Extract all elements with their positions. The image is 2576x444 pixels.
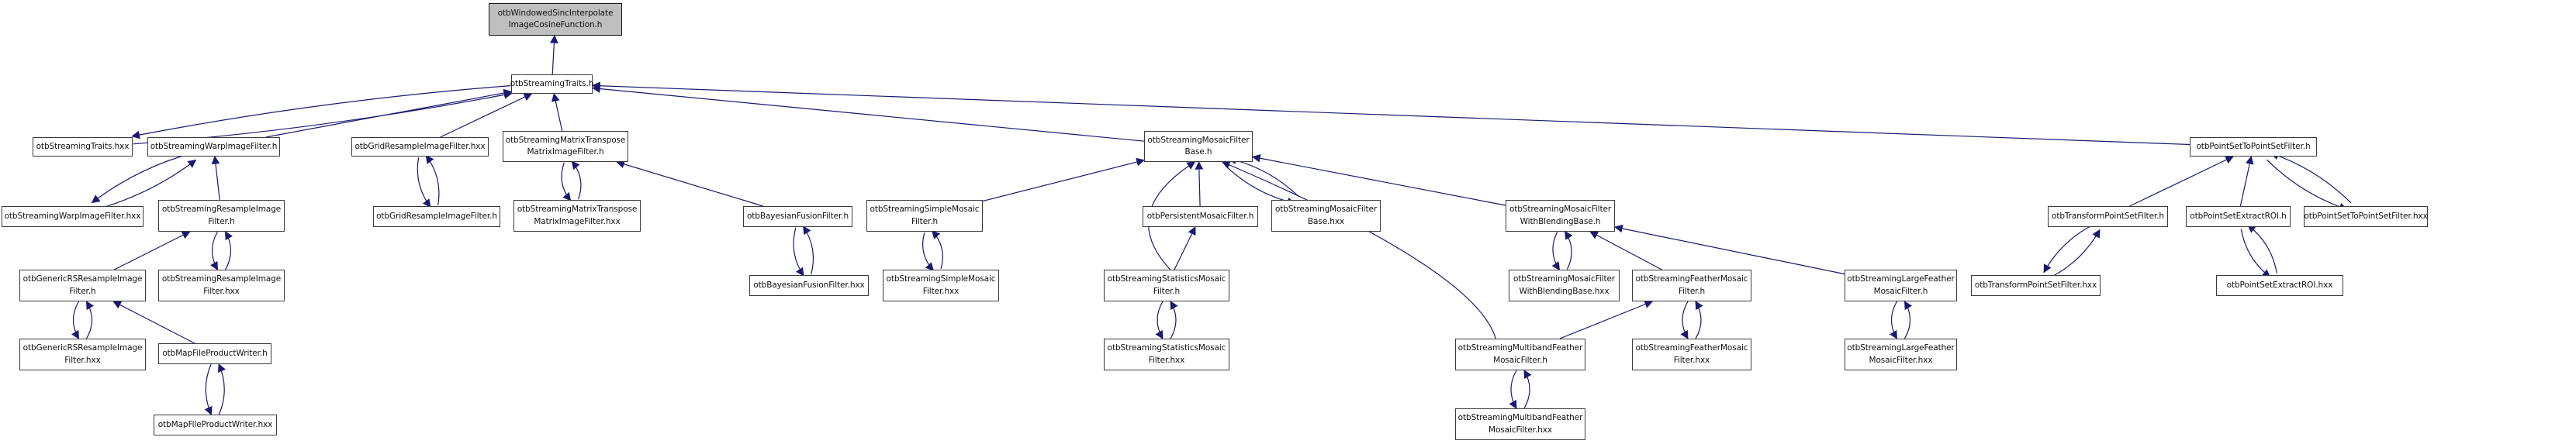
graph-node-psextract_h[interactable]: otbPointSetExtractROI.h [2186, 206, 2291, 227]
graph-node-genericrs_h[interactable]: otbGenericRSResampleImage Filter.h [19, 270, 146, 301]
graph-edge [425, 154, 440, 205]
graph-node-traits_hxx[interactable]: otbStreamingTraits.hxx [33, 137, 133, 157]
graph-edge [1613, 224, 1845, 275]
graph-node-blendbase_h[interactable]: otbStreamingMosaicFilter WithBlendingBas… [1506, 200, 1615, 232]
graph-edge [561, 162, 572, 201]
graph-edge [2267, 159, 2348, 212]
graph-node-mosaicbase_h[interactable]: otbStreamingMosaicFilter Base.h [1144, 131, 1253, 162]
graph-edge [114, 231, 191, 270]
graph-node-blendbase_hxx[interactable]: otbStreamingMosaicFilter WithBlendingBas… [1509, 270, 1620, 301]
graph-node-resample_h[interactable]: otbStreamingResampleImage Filter.h [158, 200, 285, 232]
graph-node-mapfile_h[interactable]: otbMapFileProductWriter.h [158, 343, 271, 364]
graph-edge [616, 160, 763, 207]
graph-edge [1680, 301, 1689, 339]
graph-edge [211, 155, 220, 201]
graph-edge [2240, 229, 2271, 278]
graph-edge [224, 231, 233, 270]
graph-edge [2049, 229, 2101, 279]
graph-node-gridresample_hxx[interactable]: otbGridResampleImageFilter.hxx [351, 137, 489, 157]
graph-node-ps2ps_hxx[interactable]: otbPointSetToPointSetFilter.hxx [2304, 206, 2428, 227]
graph-edge [265, 88, 513, 138]
graph-node-root: otbWindowedSincInterpolate ImageCosineFu… [489, 3, 622, 36]
graph-node-mosaicbase_hxx[interactable]: otbStreamingMosaicFilter Base.hxx [1271, 200, 1381, 232]
graph-node-gridresample_h[interactable]: otbGridResampleImageFilter.h [373, 206, 500, 227]
graph-edge [417, 157, 431, 208]
graph-edge [209, 231, 219, 270]
graph-node-feather_hxx[interactable]: otbStreamingFeatherMosaic Filter.hxx [1632, 339, 1751, 370]
graph-node-matrixtranspose_hxx[interactable]: otbStreamingMatrixTranspose MatrixImageF… [513, 200, 641, 232]
graph-edge [71, 301, 80, 339]
graph-edge [2247, 224, 2277, 274]
graph-node-statsmosaic_hxx[interactable]: otbStreamingStatisticsMosaic Filter.hxx [1104, 339, 1229, 370]
graph-node-simplemosaic_h[interactable]: otbStreamingSimpleMosaic Filter.h [866, 200, 983, 232]
graph-edge [591, 81, 2190, 146]
graph-edge [793, 227, 804, 277]
graph-edge [2129, 156, 2234, 207]
graph-node-transformpsf_hxx[interactable]: otbTransformPointSetFilter.hxx [1971, 275, 2101, 296]
graph-node-largefeather_h[interactable]: otbStreamingLargeFeather MosaicFilter.h [1845, 270, 1957, 301]
graph-node-genericrs_hxx[interactable]: otbGenericRSResampleImage Filter.hxx [19, 339, 146, 370]
graph-edge [1251, 153, 1506, 206]
graph-node-warp_h[interactable]: otbStreamingWarpImageFilter.h [147, 137, 280, 157]
graph-edge [1221, 160, 1496, 339]
graph-edge [218, 363, 226, 415]
graph-edge [1523, 370, 1532, 409]
graph-edge [2270, 151, 2352, 204]
graph-edge [591, 84, 1145, 142]
graph-edge [204, 363, 213, 415]
graph-edge [1565, 230, 1573, 270]
graph-edge [1509, 370, 1517, 409]
graph-node-ps2ps_h[interactable]: otbPointSetToPointSetFilter.h [2190, 137, 2317, 157]
graph-edge [85, 301, 95, 339]
graph-node-resample_hxx[interactable]: otbStreamingResampleImage Filter.hxx [158, 270, 285, 301]
graph-node-warp_hxx[interactable]: otbStreamingWarpImageFilter.hxx [2, 206, 143, 227]
graph-node-multiband_hxx[interactable]: otbStreamingMultibandFeather MosaicFilte… [1455, 408, 1585, 440]
graph-edge [1174, 226, 1196, 270]
graph-edge [133, 91, 513, 145]
graph-node-statsmosaic_h[interactable]: otbStreamingStatisticsMosaic Filter.h [1104, 270, 1229, 301]
graph-edge [922, 232, 935, 271]
graph-edge [1195, 160, 1204, 207]
graph-edge [571, 160, 582, 200]
graph-node-bayesian_h[interactable]: otbBayesianFusionFilter.h [743, 206, 852, 227]
graph-node-simplemosaic_hxx[interactable]: otbStreamingSimpleMosaic Filter.hxx [883, 270, 999, 301]
graph-node-psextract_hxx[interactable]: otbPointSetExtractROI.hxx [2216, 275, 2343, 296]
graph-node-persistentmosaic_h[interactable]: otbPersistentMosaicFilter.h [1143, 206, 1258, 227]
graph-edge [1589, 231, 1662, 270]
graph-edge [1903, 301, 1913, 339]
graph-node-traits_h[interactable]: otbStreamingTraits.h [510, 74, 593, 94]
graph-edge [1559, 300, 1654, 339]
graph-edge [91, 152, 193, 204]
graph-edge [131, 85, 511, 139]
graph-edge [1170, 301, 1178, 339]
graph-node-largefeather_hxx[interactable]: otbStreamingLargeFeather MosaicFilter.hx… [1845, 339, 1957, 370]
graph-edge [2043, 223, 2095, 274]
graph-edge [2239, 155, 2254, 207]
graph-edge [440, 93, 533, 138]
graph-node-bayesian_hxx[interactable]: otbBayesianFusionFilter.hxx [749, 275, 869, 296]
graph-node-mapfile_hxx[interactable]: otbMapFileProductWriter.hxx [154, 415, 277, 435]
graph-edge [549, 34, 558, 75]
graph-edge [1695, 301, 1703, 339]
graph-edge [1889, 301, 1898, 339]
graph-edge [1155, 301, 1164, 339]
graph-node-feather_h[interactable]: otbStreamingFeatherMosaic Filter.h [1632, 270, 1751, 301]
graph-node-multiband_h[interactable]: otbStreamingMultibandFeather MosaicFilte… [1455, 339, 1585, 370]
graph-edge [803, 225, 814, 275]
graph-edge [112, 301, 195, 344]
graph-edge [931, 230, 943, 270]
graph-node-transformpsf_h[interactable]: otbTransformPointSetFilter.h [2048, 206, 2168, 227]
graph-edge [1551, 232, 1560, 271]
graph-node-matrixtranspose_h[interactable]: otbStreamingMatrixTranspose MatrixImageF… [503, 131, 628, 162]
graph-edge [95, 159, 197, 211]
graph-edge [982, 157, 1146, 202]
graph-edge [551, 92, 563, 132]
